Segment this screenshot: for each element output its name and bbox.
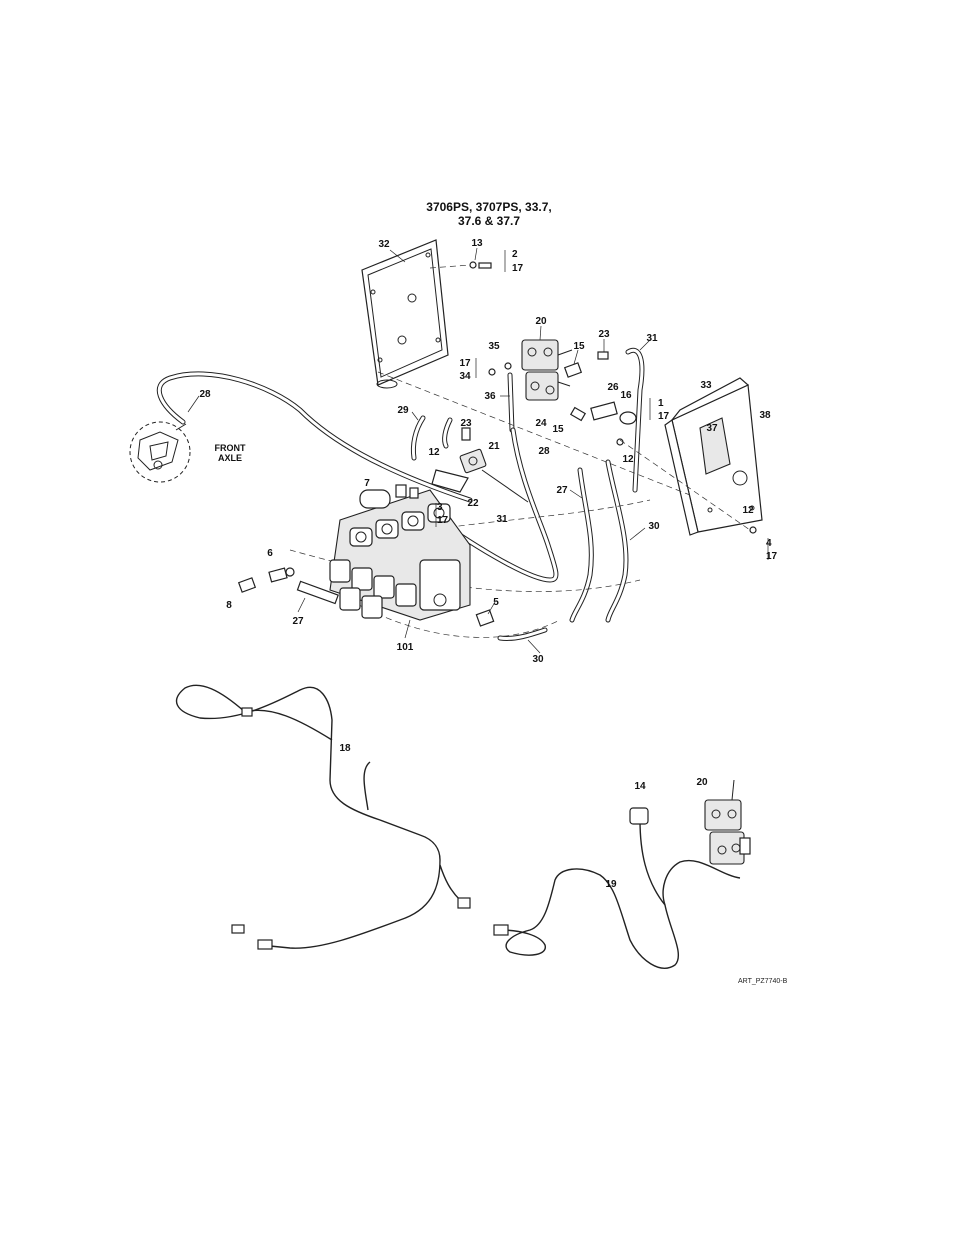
callout-8: 8	[226, 600, 232, 611]
callout-4: 4	[766, 538, 772, 549]
callout-27a: 27	[556, 485, 568, 496]
callout-15b: 15	[552, 424, 564, 435]
callout-20b: 20	[696, 777, 708, 788]
hose-30-lower	[500, 630, 545, 638]
callout-1: 1	[658, 398, 664, 409]
callout-7: 7	[364, 478, 370, 489]
fitting-16	[620, 412, 636, 424]
front-axle-label-line2: AXLE	[218, 453, 242, 463]
callout-12b: 12	[428, 447, 440, 458]
callout-19: 19	[605, 879, 617, 890]
callout-36: 36	[484, 391, 496, 402]
leader-101	[405, 620, 410, 638]
hose-36	[510, 375, 512, 430]
callout-12a: 12	[622, 454, 634, 465]
fitting-8	[239, 578, 256, 592]
leader-27a	[570, 490, 582, 498]
fitting-7	[396, 485, 418, 498]
callout-32: 32	[378, 239, 390, 250]
front-axle-detail	[130, 422, 190, 482]
callout-15a: 15	[573, 341, 585, 352]
fitting-5	[476, 610, 493, 626]
mounting-plate	[362, 240, 448, 388]
callout-24: 24	[535, 418, 547, 429]
callout-37: 37	[706, 423, 718, 434]
block-21	[460, 449, 487, 473]
nut-12-mid	[617, 439, 623, 445]
callout-29: 29	[397, 405, 409, 416]
callout-18: 18	[339, 743, 351, 754]
control-valve-101	[330, 490, 470, 620]
leader-28	[188, 396, 199, 412]
callout-38: 38	[759, 410, 771, 421]
leader-20	[540, 326, 541, 340]
callout-27b: 27	[292, 616, 304, 627]
callout-12c: 12	[742, 505, 754, 516]
valve-20-lower	[705, 780, 750, 864]
callout-6: 6	[267, 548, 273, 559]
diagram-title-line2: 37.6 & 37.7	[458, 214, 520, 228]
callout-3: 3	[437, 502, 443, 513]
valve-20	[522, 340, 572, 400]
callout-31b: 31	[496, 514, 508, 525]
fitting-34	[489, 369, 495, 375]
callout-17c: 17	[658, 411, 670, 422]
diagram-title-line1: 3706PS, 3707PS, 33.7,	[426, 200, 551, 214]
leader-13	[475, 248, 477, 260]
sensor-14	[630, 808, 648, 824]
wire-harness-19	[494, 820, 740, 968]
callout-22: 22	[467, 498, 479, 509]
callout-34: 34	[459, 371, 471, 382]
fitting-26	[591, 402, 617, 420]
callout-28a: 28	[199, 389, 211, 400]
fitting-6	[269, 568, 294, 582]
leader-15	[574, 350, 578, 364]
callout-13: 13	[471, 238, 483, 249]
callout-30b: 30	[532, 654, 544, 665]
hose-29	[413, 418, 423, 458]
callout-31a: 31	[646, 333, 658, 344]
callout-23a: 23	[598, 329, 610, 340]
leader-30b	[528, 640, 540, 653]
callout-26: 26	[607, 382, 619, 393]
hose-27	[572, 470, 591, 620]
callout-33: 33	[700, 380, 712, 391]
callout-30a: 30	[648, 521, 660, 532]
callout-35: 35	[488, 341, 500, 352]
callout-5: 5	[493, 597, 499, 608]
callout-20a: 20	[535, 316, 547, 327]
hose-30	[608, 462, 626, 620]
art-identifier: ART_PZ7740-B	[738, 978, 788, 985]
nut-12-cover	[750, 527, 756, 533]
fitting-15-lower	[571, 408, 585, 421]
callout-23b: 23	[460, 418, 472, 429]
callout-17d: 17	[437, 515, 449, 526]
front-axle-label-line1: FRONT	[215, 443, 246, 453]
callout-28b: 28	[538, 446, 550, 457]
callout-17a: 17	[512, 263, 524, 274]
callout-16: 16	[620, 390, 632, 401]
callout-21: 21	[488, 441, 500, 452]
fitting-23-upper	[598, 352, 608, 359]
wire-harness-18	[177, 685, 470, 949]
callout-17b: 17	[459, 358, 471, 369]
callout-2: 2	[512, 249, 518, 260]
bolt-13	[470, 262, 491, 268]
leader-27b	[298, 598, 305, 612]
leader-30a	[630, 528, 645, 540]
fitting-35	[505, 363, 511, 369]
callout-101: 101	[397, 642, 414, 653]
callout-17e: 17	[766, 551, 778, 562]
fitting-15-upper	[565, 363, 582, 377]
leader-29	[412, 412, 418, 420]
callout-14: 14	[634, 781, 646, 792]
